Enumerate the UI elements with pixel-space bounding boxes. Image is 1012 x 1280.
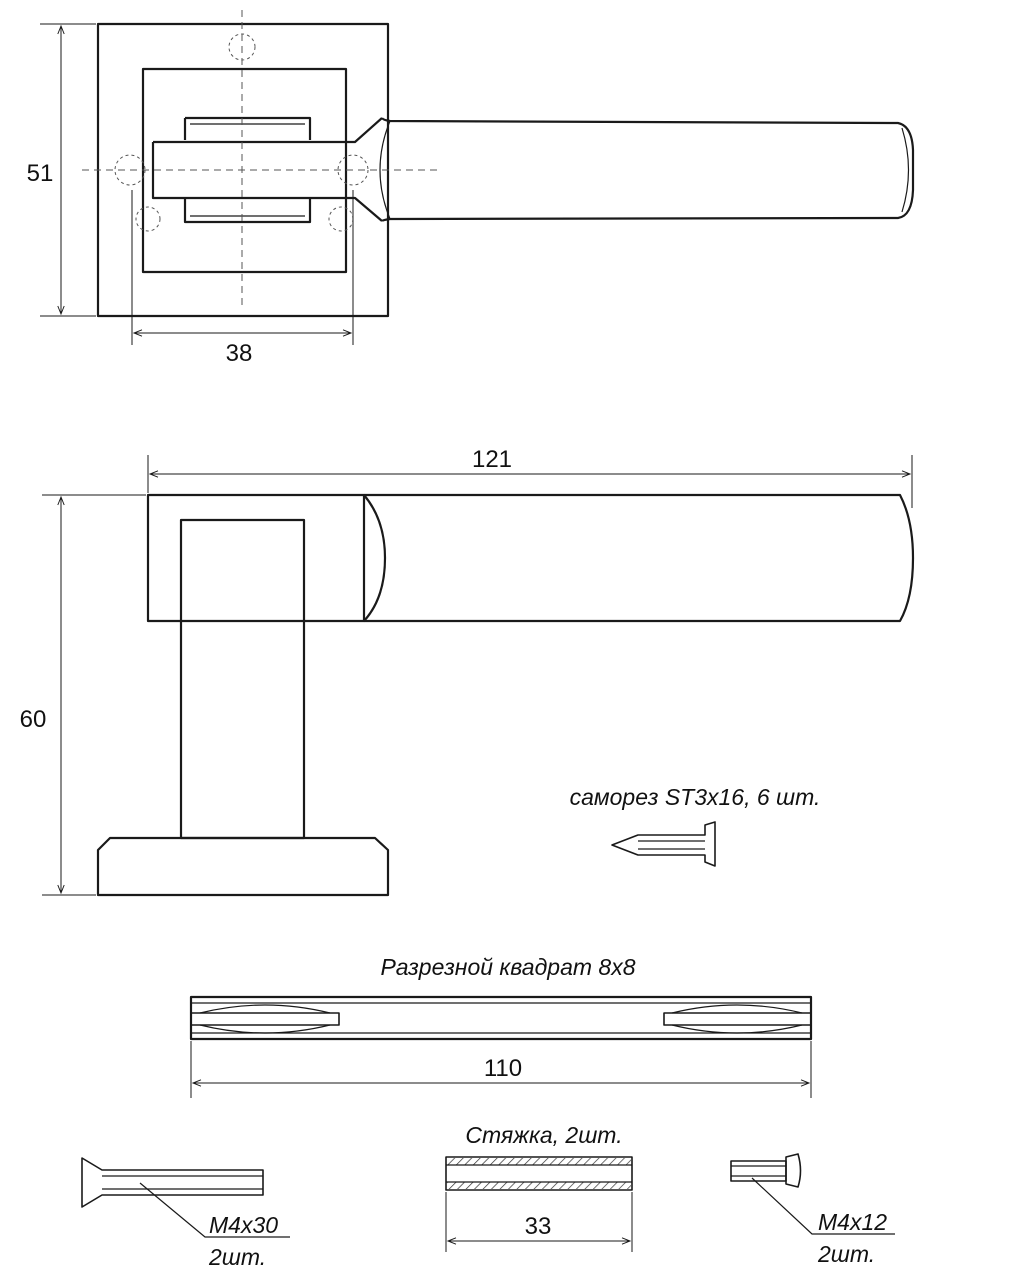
- lever-grip-side: [364, 493, 915, 623]
- spindle-slot-left-curve: [199, 1004, 331, 1034]
- screw-hole-right: [337, 154, 369, 186]
- square-neck: [183, 116, 312, 224]
- spindle-slot-left: [190, 1012, 340, 1026]
- lever-collar: [363, 494, 387, 622]
- bolt-short-shank: [730, 1160, 787, 1182]
- tie-body: [445, 1156, 633, 1191]
- screw-hole-top: [228, 33, 256, 61]
- dim-label-total-height: 60: [20, 706, 47, 733]
- caption-tie: Стяжка, 2шт.: [465, 1122, 622, 1148]
- spindle-slot-right-curve: [671, 1004, 803, 1034]
- split-square-spindle: Разрезной квадрат 8x8 110: [189, 954, 813, 1098]
- neck-bevel: [190, 123, 305, 217]
- bolt-short-head: [785, 1153, 802, 1188]
- caption-bolt-short-qty: 2шт.: [817, 1241, 875, 1267]
- lever-collar-curve: [379, 120, 391, 220]
- tie-wall-top: [447, 1158, 631, 1165]
- bolt-short-leader: [751, 1177, 895, 1235]
- dim-label-spindle-length: 110: [484, 1055, 522, 1082]
- top-view: 51 38: [27, 10, 915, 367]
- caption-self-tapping-screw: саморез ST3x16, 6 шт.: [570, 784, 821, 810]
- tie-wall-bottom: [447, 1182, 631, 1189]
- caption-bolt-short-size: M4x12: [818, 1209, 887, 1235]
- dim-label-hole-spacing: 38: [226, 340, 253, 367]
- bolt-long-leader: [139, 1182, 290, 1238]
- lever-grip: [381, 117, 915, 222]
- screw-hole-left: [114, 154, 146, 186]
- self-tapping-screw: саморез ST3x16, 6 шт.: [570, 784, 821, 867]
- dim-label-tie-length: 33: [525, 1213, 552, 1240]
- spindle-slot-right: [663, 1012, 812, 1026]
- lever-end-curve: [901, 127, 910, 213]
- screw-thread: [638, 840, 705, 850]
- screw-hole-lower-left: [135, 206, 161, 232]
- caption-bolt-long-qty: 2шт.: [208, 1244, 266, 1270]
- rosette-base: [96, 836, 390, 897]
- dim-label-plate-height: 51: [27, 160, 54, 187]
- bolt-m4x30: M4x30 2шт.: [81, 1157, 290, 1270]
- handle-shaft: [179, 518, 306, 840]
- bolt-long-body: [81, 1157, 264, 1208]
- dim-label-handle-length: 121: [472, 446, 512, 473]
- lever-base: [151, 117, 383, 222]
- screw-hole-lower-right: [328, 206, 354, 232]
- caption-bolt-long-size: M4x30: [209, 1212, 278, 1238]
- side-view: 121 60: [20, 446, 915, 897]
- lever-head: [146, 493, 366, 623]
- bolt-m4x12: M4x12 2шт.: [730, 1153, 895, 1267]
- screw-body: [611, 821, 716, 867]
- caption-split-square: Разрезной квадрат 8x8: [380, 954, 635, 980]
- tie-sleeve: Стяжка, 2шт. 33: [445, 1122, 633, 1252]
